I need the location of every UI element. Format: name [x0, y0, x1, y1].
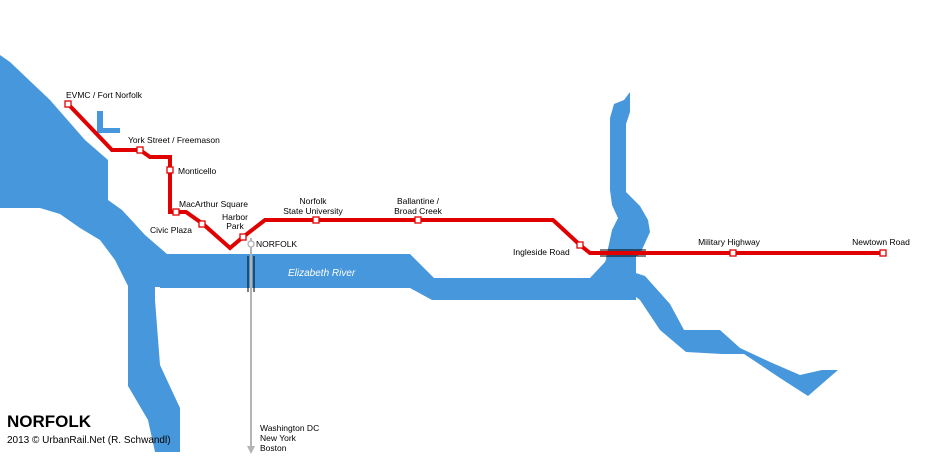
station-marker-civic-plaza[interactable]: [198, 220, 206, 228]
map-credit: 2013 © UrbanRail.Net (R. Schwandl): [7, 435, 171, 446]
water-smith-creek: [97, 111, 120, 133]
amtrak-destination-new-york: New York: [260, 433, 297, 443]
station-marker-monticello[interactable]: [166, 166, 174, 174]
station-label-norfolk-state-university-line1: Norfolk: [300, 196, 328, 206]
station-label-macarthur-square: MacArthur Square: [179, 199, 248, 209]
water-elizabeth-river: [160, 235, 636, 300]
station-marker-military-highway[interactable]: [729, 249, 737, 257]
amtrak-station-marker[interactable]: [247, 240, 255, 248]
station-label-harbor-park-line1: Harbor: [222, 212, 248, 222]
water: [0, 55, 838, 452]
station-label-ingleside-road: Ingleside Road: [513, 247, 570, 257]
broad-creek-bridge: [600, 249, 646, 257]
station-marker-york-street-freemason[interactable]: [136, 146, 144, 154]
station-label-harbor-park-line2: Park: [226, 221, 244, 231]
river-label: Elizabeth River: [288, 268, 356, 279]
station-label-york-street-freemason: York Street / Freemason: [128, 135, 220, 145]
station-label-evmc-fort-norfolk: EVMC / Fort Norfolk: [66, 90, 143, 100]
water-eastern-branch: [620, 268, 838, 396]
amtrak-destination-boston: Boston: [260, 443, 287, 453]
water-west-channel: [0, 55, 180, 452]
station-marker-norfolk-state-university[interactable]: [312, 216, 320, 224]
amtrak-arrow-icon: [247, 446, 255, 454]
station-label-newtown-road: Newtown Road: [852, 237, 910, 247]
amtrak-destination-washington: Washington DC: [260, 423, 319, 433]
station-label-norfolk-state-university-line2: State University: [283, 206, 343, 216]
station-marker-harbor-park[interactable]: [239, 233, 247, 241]
station-marker-newtown-road[interactable]: [879, 249, 887, 257]
station-marker-evmc-fort-norfolk[interactable]: [64, 100, 72, 108]
station-labels: EVMC / Fort Norfolk York Street / Freema…: [66, 90, 910, 453]
water-broad-creek: [606, 92, 650, 264]
stations: [64, 100, 887, 257]
station-label-ballantine-broad-creek-line1: Ballantine /: [397, 196, 440, 206]
amtrak-connection: [247, 238, 255, 454]
station-marker-ballantine-broad-creek[interactable]: [414, 216, 422, 224]
station-label-military-highway: Military Highway: [698, 237, 761, 247]
station-label-civic-plaza: Civic Plaza: [150, 225, 192, 235]
station-label-monticello: Monticello: [178, 166, 217, 176]
station-marker-ingleside-road[interactable]: [576, 241, 584, 249]
station-label-ballantine-broad-creek-line2: Broad Creek: [394, 206, 442, 216]
station-marker-macarthur-square[interactable]: [172, 208, 180, 216]
amtrak-station-label: NORFOLK: [256, 239, 297, 249]
map-title: NORFOLK: [7, 412, 92, 431]
